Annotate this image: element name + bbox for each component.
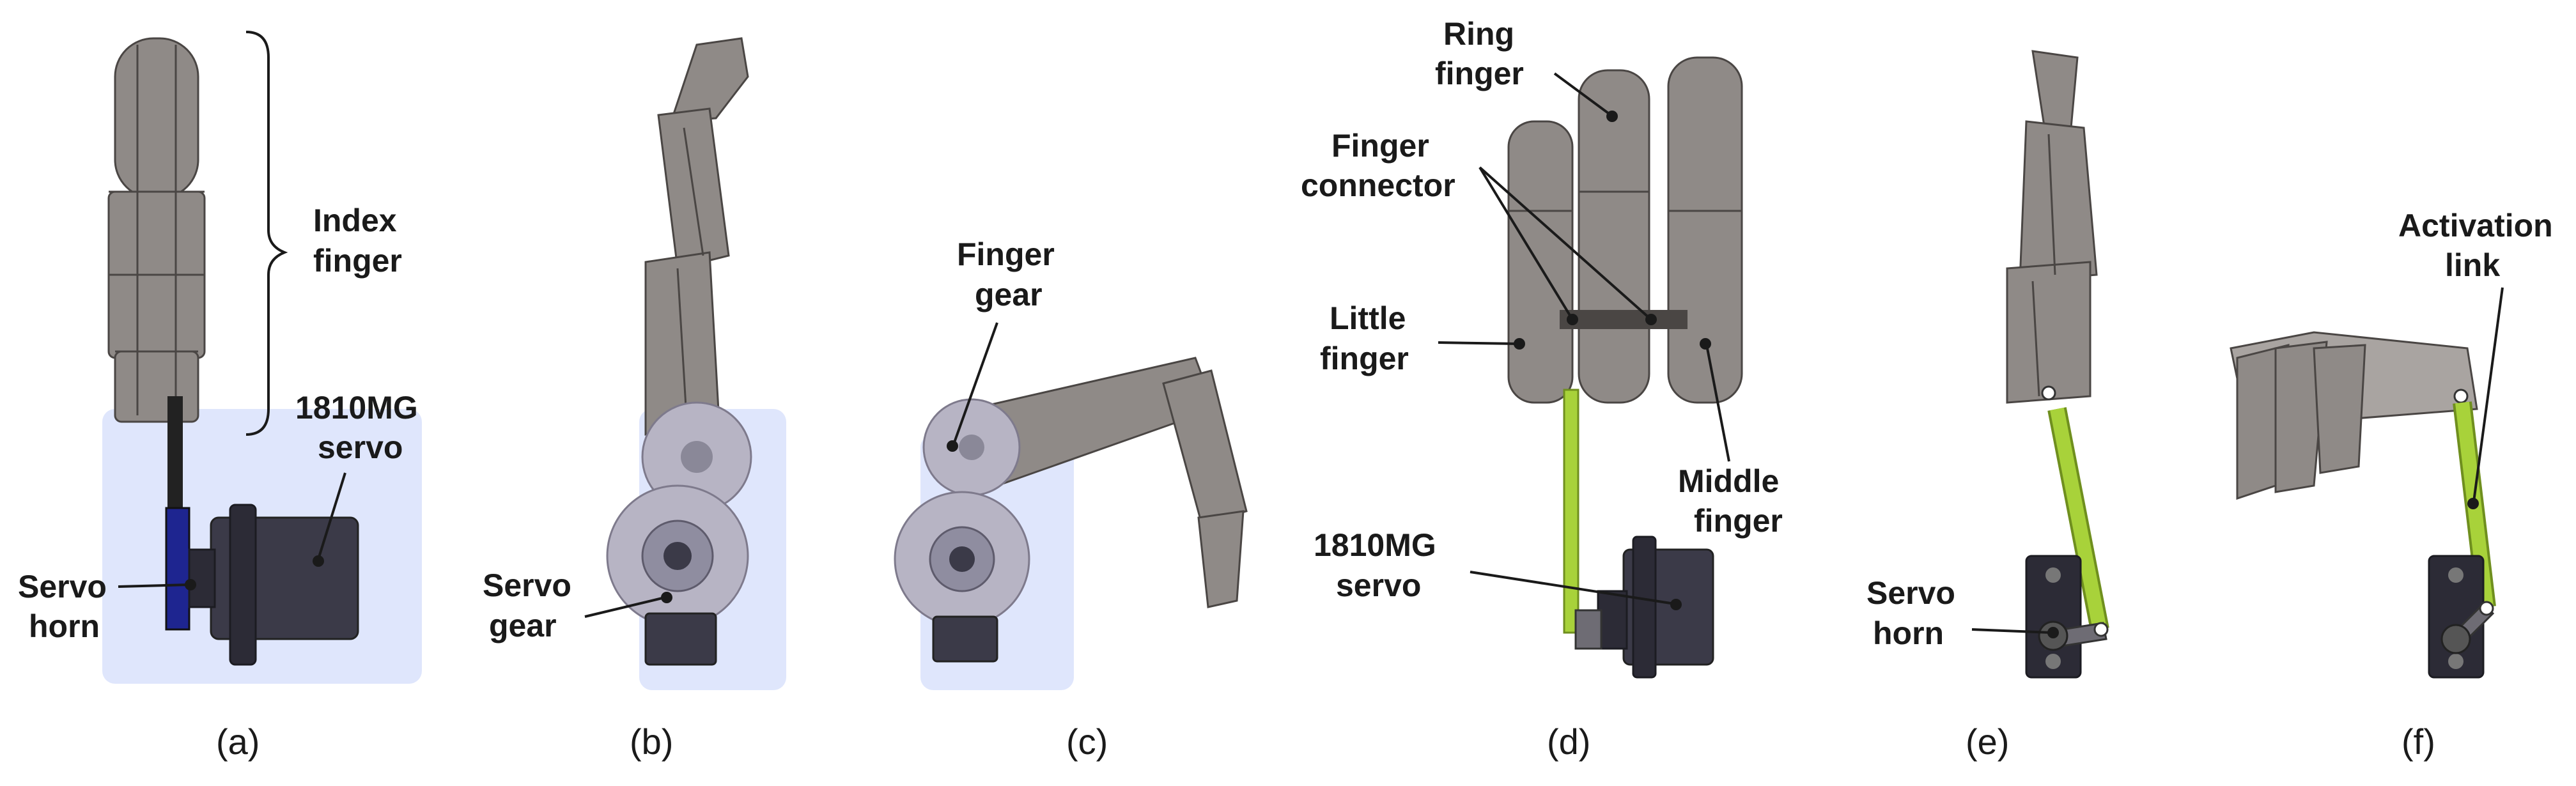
leader-dot — [1606, 111, 1618, 122]
servo-1810mg-label: servo — [1336, 567, 1421, 603]
activation-link-d — [1563, 389, 1579, 634]
index-finger-brace — [245, 31, 288, 436]
finger-drive-rod — [167, 396, 183, 511]
leader-line — [1478, 166, 1652, 321]
index-finger-label: finger — [313, 243, 402, 279]
panel-c: Finger gear (c) — [894, 236, 1248, 762]
leader-dot — [661, 592, 672, 603]
finger-connector-label: Finger — [1331, 128, 1429, 164]
leader-dot — [1514, 338, 1525, 350]
caption-d: (d) — [1547, 721, 1590, 762]
hand-side-closed-illustration — [2230, 331, 2478, 500]
leader-dot — [1670, 599, 1682, 610]
servo-gear-label: gear — [489, 608, 557, 643]
servo-motor-c — [932, 615, 998, 663]
caption-e: (e) — [1966, 721, 2009, 762]
leader-line — [1553, 72, 1612, 116]
leader-line — [1971, 628, 2052, 634]
caption-f: (f) — [2401, 721, 2435, 762]
leader-dot — [2047, 627, 2059, 638]
ring-finger-label: Ring — [1443, 16, 1514, 52]
leader-dot — [2467, 498, 2479, 509]
servo-horn-label: Servo — [18, 569, 107, 605]
leader-dot — [185, 579, 196, 590]
leader-line — [952, 322, 998, 445]
servo-motor-b — [644, 612, 717, 666]
activation-link-label: Activation — [2398, 208, 2553, 243]
leader-line — [1705, 344, 1730, 462]
finger-bent-illustration — [644, 37, 749, 436]
finger-gear-label: Finger — [957, 236, 1055, 272]
servo-gear-c — [894, 491, 1030, 628]
finger-connector-label: connector — [1301, 167, 1455, 203]
leader-line — [317, 472, 346, 560]
index-finger-illustration — [107, 37, 206, 423]
caption-c: (c) — [1066, 721, 1108, 762]
little-finger-label: Little — [1330, 300, 1406, 336]
panel-e: Servo horn (e) — [1866, 50, 2109, 762]
panel-f: Activation link (f) — [2230, 208, 2553, 762]
middle-finger-label: Middle — [1678, 463, 1779, 499]
finger-gear-c — [922, 398, 1021, 497]
leader-dot — [1645, 314, 1657, 325]
finger-connector-bar — [1560, 310, 1688, 329]
panel-a: Index finger 1810MG servo Servo horn (a) — [18, 31, 422, 762]
leader-line — [2472, 287, 2504, 502]
index-finger-label: Index — [313, 203, 397, 238]
servo-horn-label: horn — [29, 608, 100, 644]
servo-1810mg-label: 1810MG — [1314, 527, 1436, 563]
servo-gear-label: Servo — [483, 567, 571, 603]
ring-finger-label: finger — [1435, 56, 1524, 91]
panel-b: Servo gear (b) — [483, 37, 786, 762]
leader-dot — [313, 555, 324, 567]
servo-horn-plate — [165, 507, 190, 631]
servo-horn-label: horn — [1873, 615, 1944, 651]
servo-motor-d — [1574, 536, 1714, 679]
leader-line — [1478, 166, 1574, 321]
caption-b: (b) — [630, 721, 673, 762]
servo-motor-f — [2428, 555, 2495, 679]
middle-finger-label: finger — [1694, 503, 1783, 539]
little-finger-label: finger — [1320, 341, 1409, 376]
activation-link-e — [2050, 407, 2107, 631]
servo-horn-label: Servo — [1866, 575, 1955, 611]
three-fingers-illustration — [1507, 56, 1743, 404]
servo-gear-b — [606, 484, 749, 628]
caption-a: (a) — [216, 721, 260, 762]
leader-line — [584, 596, 665, 618]
finger-gear-b — [641, 401, 752, 512]
leader-line — [118, 583, 189, 588]
leader-dot — [1567, 314, 1578, 325]
servo-motor-e — [2025, 555, 2109, 679]
leader-line — [1438, 341, 1519, 345]
panel-d: Ring finger Finger connector Little fing… — [1301, 16, 1783, 762]
servo-1810mg-label: 1810MG — [295, 390, 418, 426]
leader-line — [1470, 571, 1675, 605]
leader-dot — [1700, 338, 1711, 350]
finger-gear-label: gear — [975, 277, 1043, 312]
servo-1810mg-label: servo — [318, 429, 403, 465]
hand-side-curled-illustration — [2006, 50, 2098, 404]
leader-dot — [947, 440, 958, 452]
activation-link-label: link — [2445, 247, 2500, 283]
